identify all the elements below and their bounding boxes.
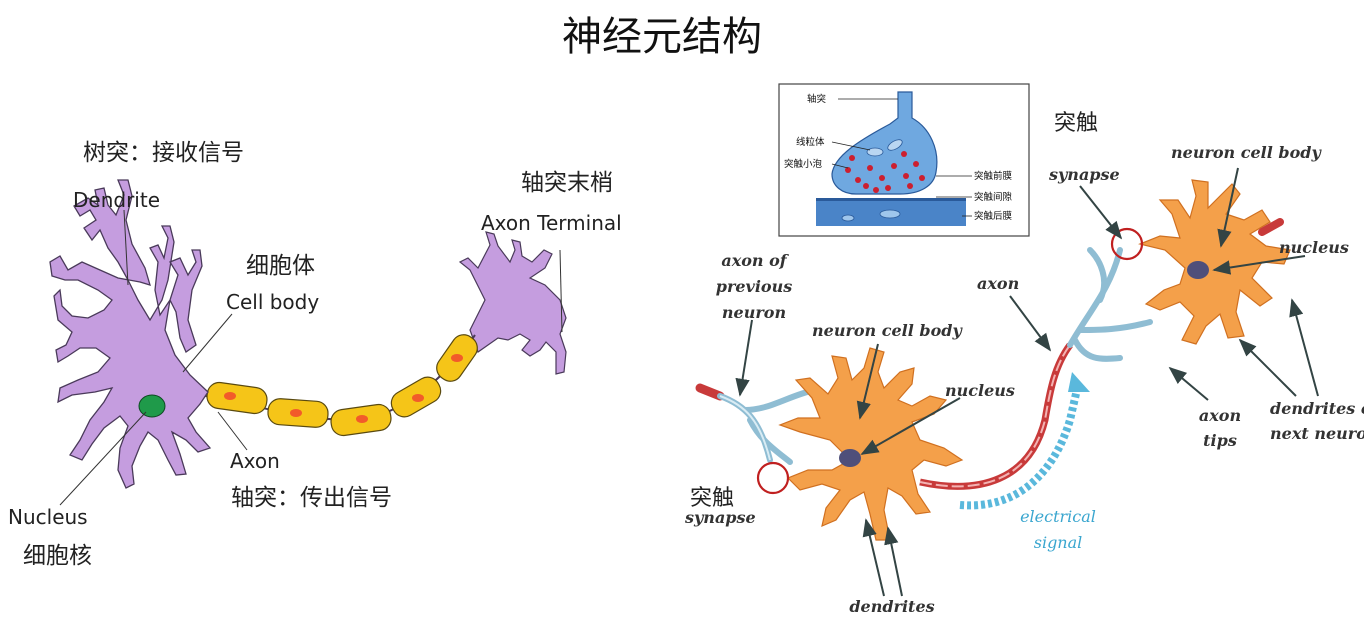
axon-terminal-label-en: Axon Terminal [481, 211, 622, 235]
nucleus-green [139, 395, 165, 417]
axon-tips-line2: tips [1203, 431, 1237, 450]
neuron-cell-body-label-top: neuron cell body [1171, 143, 1322, 162]
electrical-signal-line2: signal [1034, 533, 1083, 552]
axon-tips-line1: axon [1199, 406, 1241, 425]
neuron-nucleus-second [1187, 261, 1209, 279]
synapse-circle-bottom [758, 463, 788, 493]
axon-label: axon [977, 274, 1019, 293]
axon-label-en: Axon [230, 449, 280, 473]
dendrites-label: dendrites [849, 597, 934, 616]
nucleus-label-zh: 细胞核 [23, 543, 92, 569]
page-title: 神经元结构 [562, 14, 762, 60]
dendrites-next-line2: next neuron [1270, 424, 1364, 443]
axon-of-previous-line1: axon of [721, 251, 789, 270]
axon-label-zh: 轴突：传出信号 [231, 485, 392, 511]
electrical-signal-line1: electrical [1020, 507, 1096, 526]
nucleus-label-en: Nucleus [8, 505, 88, 529]
left-neuron-illustration: 树突：接收信号 Dendrite 细胞体 Cell body 轴突末梢 Axon… [8, 140, 622, 569]
neuron-nucleus-main [839, 449, 861, 467]
synapse-label-top: synapse [1048, 165, 1120, 184]
nucleus-label-top: nucleus [1279, 238, 1349, 257]
dendrite-label-en: Dendrite [73, 188, 160, 212]
inset-label-post: 突触后膜 [974, 210, 1013, 222]
inset-label-axon: 轴突 [807, 93, 827, 105]
neuron-cell-body-label: neuron cell body [812, 321, 963, 340]
inset-label-pre: 突触前膜 [974, 170, 1013, 182]
myelin-sheaths [205, 330, 482, 437]
cell-body-shape [50, 180, 210, 488]
cell-body-label-en: Cell body [226, 290, 319, 314]
nucleus-label: nucleus [945, 381, 1015, 400]
cell-body-label-zh: 细胞体 [246, 253, 315, 279]
axon-terminal-label-zh: 轴突末梢 [521, 170, 613, 196]
dendrites-next-line1: dendrites of [1270, 399, 1364, 418]
dendrite-label-zh: 树突：接收信号 [83, 140, 244, 166]
inset-label-mito: 线粒体 [796, 136, 825, 148]
axon-of-previous-line2: previous [716, 277, 792, 296]
inset-label-vesicle: 突触小泡 [784, 158, 823, 170]
synapse-label-bottom: synapse [684, 508, 756, 527]
second-axon-tips [1070, 250, 1150, 359]
axon-of-previous-line3: neuron [722, 303, 786, 322]
synapse-label-zh-top: 突触 [1054, 111, 1098, 136]
synapse-inset: 轴突 线粒体 突触小泡 突触前膜 突触间隙 突触后膜 [779, 84, 1029, 236]
previous-axon-tip [700, 388, 720, 396]
inset-label-cleft: 突触间隙 [974, 191, 1013, 203]
